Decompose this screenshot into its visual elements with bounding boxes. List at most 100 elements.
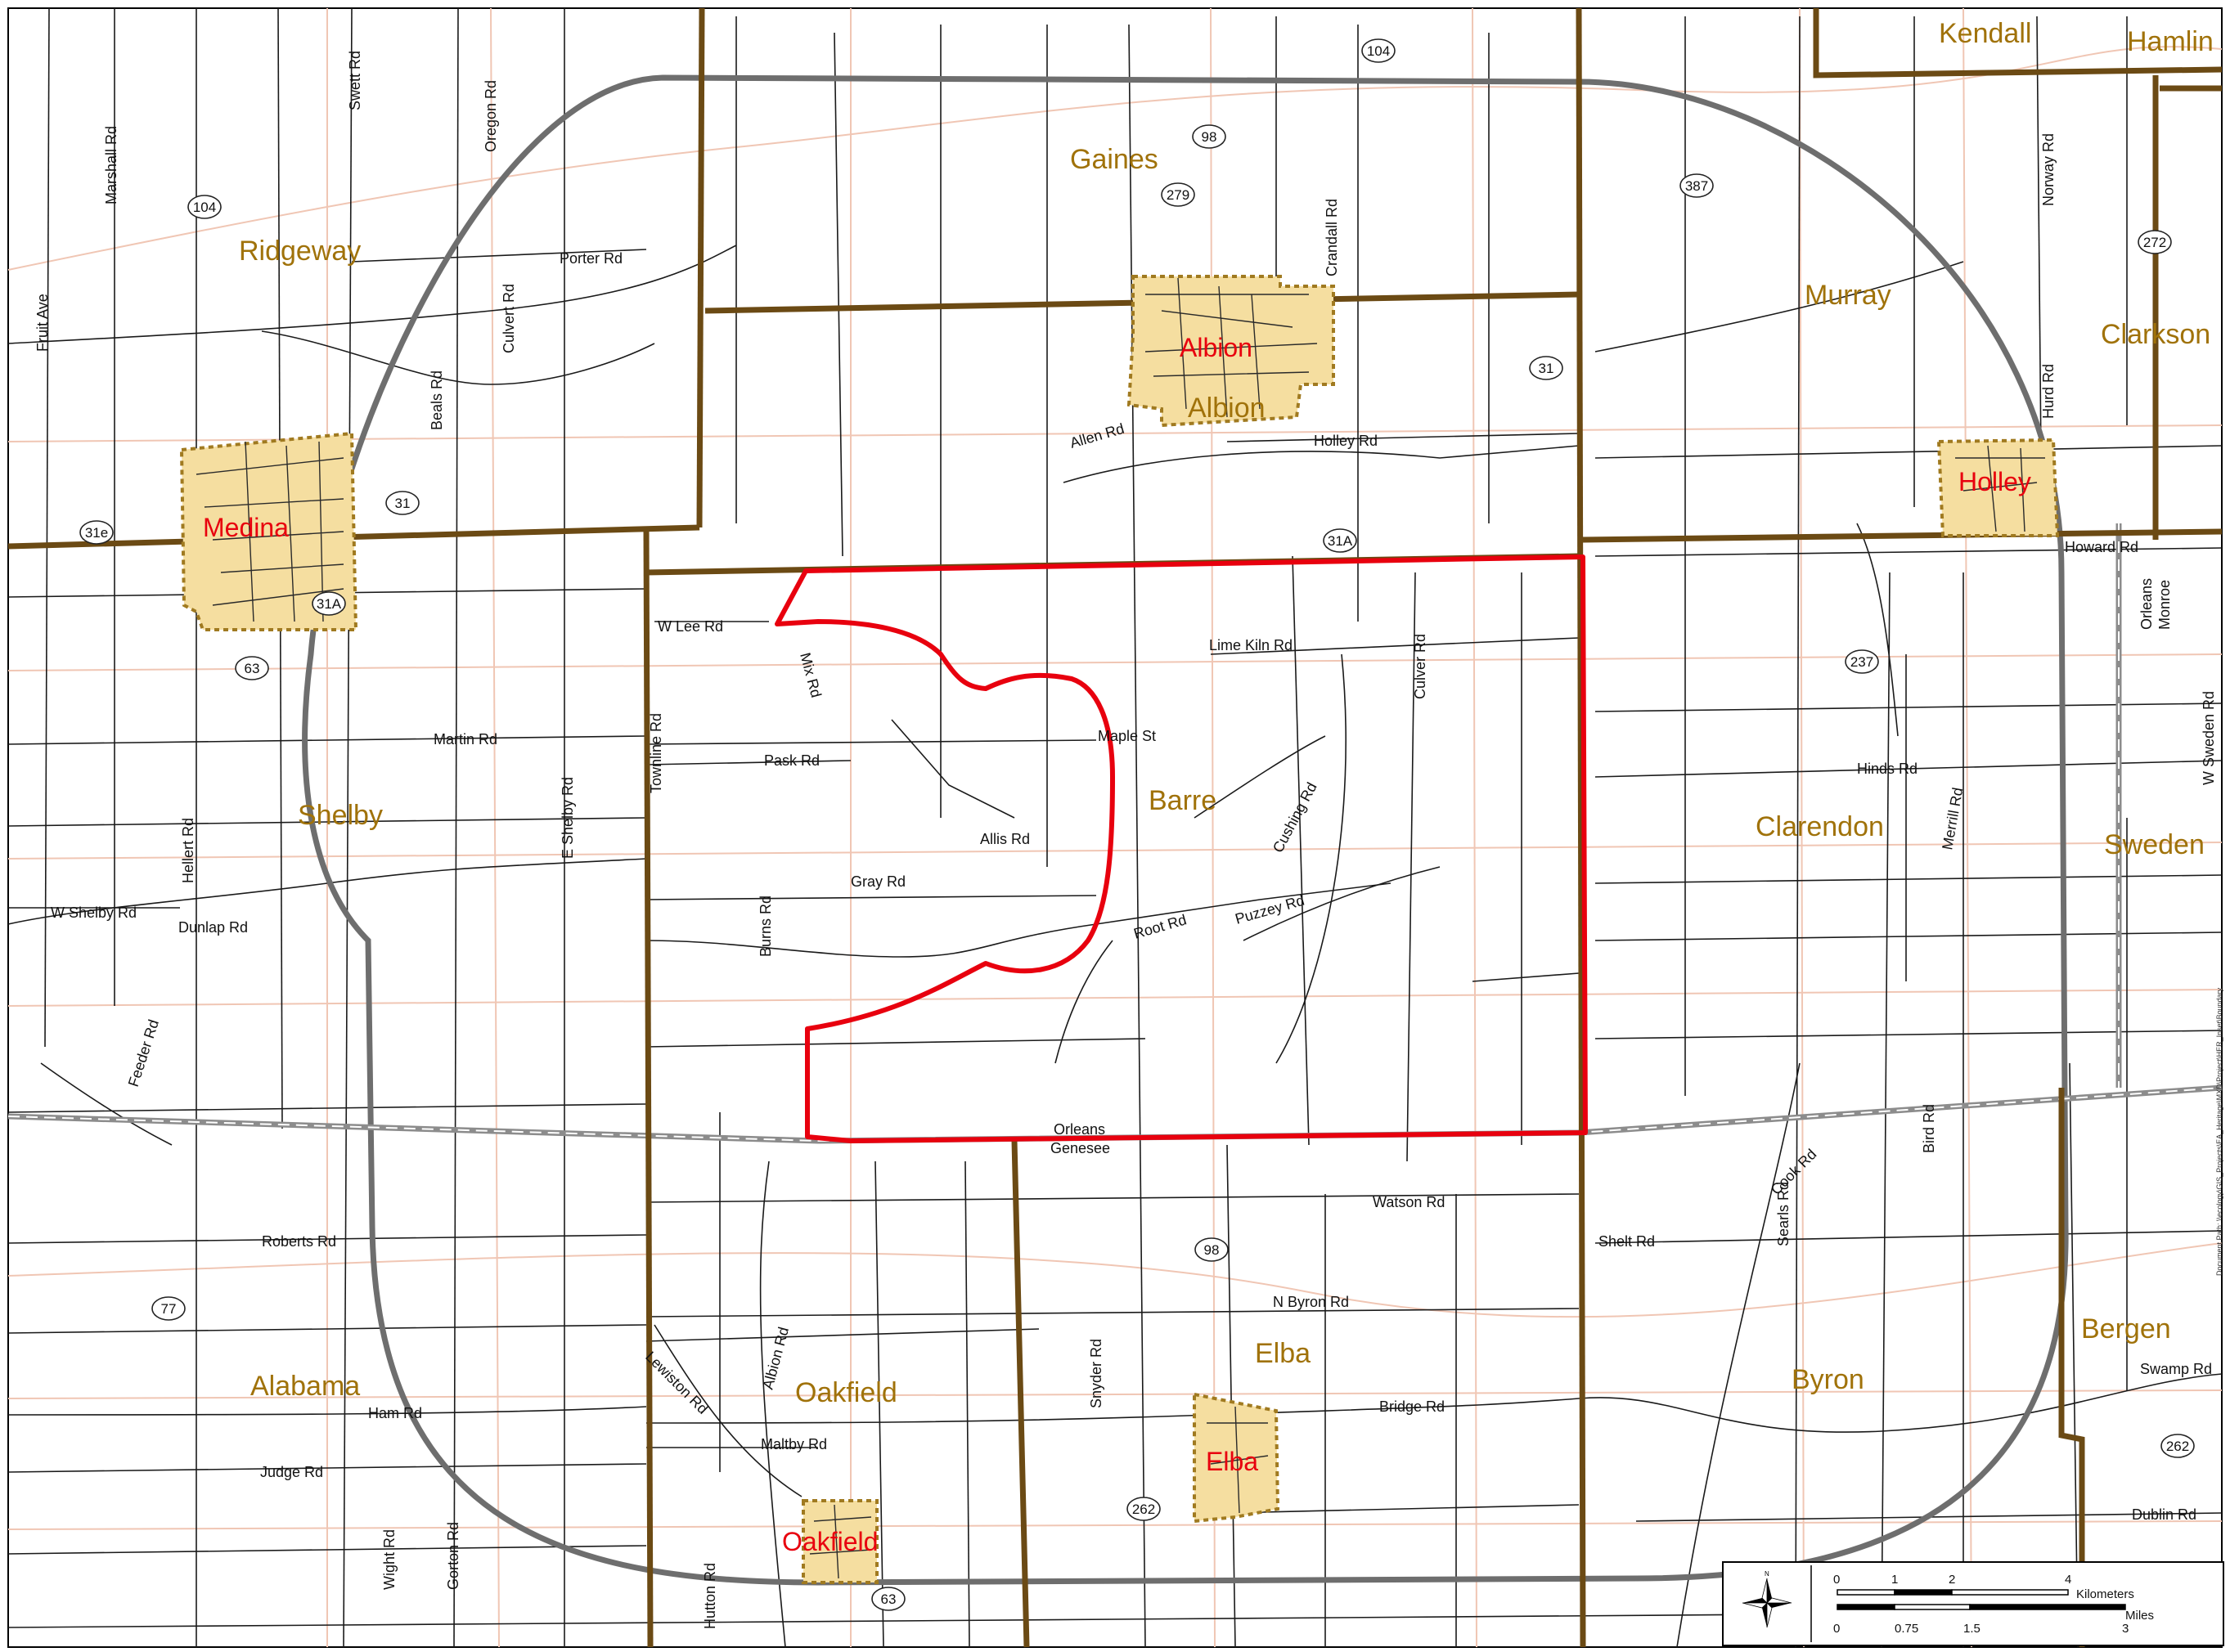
highway-number: 104 bbox=[1367, 43, 1390, 59]
highway-number: 63 bbox=[881, 1591, 897, 1607]
road-label: Maltby Rd bbox=[761, 1436, 827, 1452]
road-label: Fruit Ave bbox=[34, 294, 51, 352]
highway-number: 77 bbox=[161, 1301, 177, 1317]
svg-text:N: N bbox=[1765, 1570, 1769, 1578]
road-label: Lime Kiln Rd bbox=[1209, 637, 1293, 653]
highway-shield-outline bbox=[1361, 38, 1396, 63]
road-label: Townline Rd bbox=[648, 713, 664, 793]
road-label: Wight Rd bbox=[381, 1529, 398, 1590]
road-label: Porter Rd bbox=[560, 250, 623, 267]
town-label-byron: Byron bbox=[1792, 1364, 1864, 1395]
county-label-orleans-east: Orleans bbox=[2138, 578, 2155, 630]
map-frame bbox=[7, 7, 2223, 1648]
village-label-elba: Elba bbox=[1206, 1447, 1258, 1476]
road-label: Burns Rd bbox=[758, 896, 774, 957]
village-area-holley bbox=[1936, 438, 2060, 537]
road-label: Maple St bbox=[1098, 728, 1156, 744]
highway-shield-outline bbox=[1679, 173, 1714, 198]
highway-shield: 279 bbox=[1161, 182, 1195, 207]
highway-number: 237 bbox=[1850, 654, 1873, 670]
study-area-boundary bbox=[775, 554, 1588, 1143]
highway-shield-outline bbox=[1126, 1497, 1161, 1521]
town-label-hamlin: Hamlin bbox=[2127, 26, 2214, 57]
road-label: Hutton Rd bbox=[702, 1563, 718, 1629]
town-label-bergen: Bergen bbox=[2081, 1313, 2171, 1344]
road-label: E Shelby Rd bbox=[560, 777, 576, 859]
road-label: Ham Rd bbox=[368, 1405, 422, 1421]
road-label: Marshall Rd bbox=[103, 126, 119, 204]
highway-shield-outline bbox=[1529, 356, 1563, 380]
highway-shield: 237 bbox=[1845, 649, 1879, 674]
highway-shield: 98 bbox=[1194, 1237, 1229, 1262]
highway-number: 272 bbox=[2143, 235, 2166, 250]
village-label-oakfield: Oakfield bbox=[782, 1527, 878, 1556]
village-streets bbox=[196, 277, 2045, 1579]
road-label: Norway Rd bbox=[2040, 133, 2057, 206]
north-arrow-icon: N bbox=[1742, 1570, 1792, 1628]
road-label: Swett Rd bbox=[347, 51, 363, 110]
road-label: Oregon Rd bbox=[483, 80, 499, 152]
highway-shield-outline bbox=[1192, 124, 1226, 149]
village-area-medina bbox=[179, 431, 358, 631]
highway-number: 279 bbox=[1167, 187, 1189, 203]
road-label: Bird Rd bbox=[1921, 1104, 1937, 1153]
highway-shield-outline bbox=[1845, 649, 1879, 674]
road-label: Howard Rd bbox=[2065, 539, 2138, 555]
road-label: Gray Rd bbox=[851, 873, 906, 890]
highway-shield: 262 bbox=[2160, 1434, 2195, 1458]
scale-tick-label: 0.75 bbox=[1895, 1622, 1918, 1636]
highway-number: 31e bbox=[85, 525, 108, 541]
highway-shield: 31A bbox=[1323, 528, 1357, 553]
road-label: Watson Rd bbox=[1373, 1194, 1445, 1210]
town-label-shelby: Shelby bbox=[298, 800, 383, 831]
highway-shield: 104 bbox=[187, 195, 222, 219]
scale-tick-label: 0 bbox=[1833, 1622, 1840, 1636]
highway-number: 98 bbox=[1202, 129, 1217, 145]
road-label: Searls Rd bbox=[1775, 1182, 1792, 1246]
county-label-genesee: Genesee bbox=[1050, 1140, 1110, 1156]
road-label: Gorton Rd bbox=[445, 1522, 461, 1590]
scale-unit-label: Kilometers bbox=[2076, 1587, 2134, 1601]
highway-number: 262 bbox=[2166, 1439, 2189, 1454]
scale-tick-label: 4 bbox=[2065, 1573, 2071, 1587]
highway-number: 387 bbox=[1685, 178, 1708, 194]
road-label: Swamp Rd bbox=[2140, 1361, 2212, 1377]
highway-shield: 98 bbox=[1192, 124, 1226, 149]
highway-number: 31 bbox=[395, 496, 411, 511]
road-label: Bridge Rd bbox=[1379, 1398, 1445, 1415]
scale-tick-label: 3 bbox=[2122, 1622, 2129, 1636]
road-label: N Byron Rd bbox=[1273, 1294, 1349, 1310]
road-label: W Shelby Rd bbox=[51, 905, 137, 921]
road-label: Hellert Rd bbox=[180, 818, 196, 883]
town-label-kendall: Kendall bbox=[1939, 18, 2031, 49]
highway-shield: 104 bbox=[1361, 38, 1396, 63]
highway-shield: 387 bbox=[1679, 173, 1714, 198]
town-label-albion: Albion bbox=[1188, 393, 1266, 424]
town-label-oakfield: Oakfield bbox=[795, 1377, 897, 1408]
road-label: Roberts Rd bbox=[262, 1233, 336, 1250]
highway-shield: 63 bbox=[871, 1587, 906, 1611]
highway-shield-outline bbox=[312, 591, 346, 616]
scale-tick-label: 2 bbox=[1949, 1573, 1955, 1587]
highway-shield-outline bbox=[151, 1296, 186, 1321]
highway-shield: 31 bbox=[1529, 356, 1563, 380]
village-label-holley: Holley bbox=[1958, 467, 2031, 496]
road-label: Pask Rd bbox=[764, 752, 820, 769]
town-label-ridgeway: Ridgeway bbox=[239, 236, 361, 267]
scale-tick-label: 1.5 bbox=[1963, 1622, 1980, 1636]
highway-shield-outline bbox=[2138, 230, 2172, 254]
town-label-sweden: Sweden bbox=[2104, 829, 2205, 860]
village-label-albion: Albion bbox=[1180, 333, 1252, 362]
road-label: Beals Rd bbox=[429, 370, 445, 430]
road-label: Martin Rd bbox=[434, 731, 497, 747]
highway-shield-outline bbox=[79, 520, 114, 545]
town-label-elba: Elba bbox=[1255, 1338, 1311, 1369]
highway-shield-outline bbox=[385, 491, 420, 515]
village-label-medina: Medina bbox=[203, 513, 289, 542]
town-label-murray: Murray bbox=[1805, 280, 1891, 311]
road-label: Hinds Rd bbox=[1857, 761, 1918, 777]
county-label-monroe: Monroe bbox=[2156, 580, 2173, 630]
scale-unit-label: Miles bbox=[2125, 1609, 2154, 1623]
